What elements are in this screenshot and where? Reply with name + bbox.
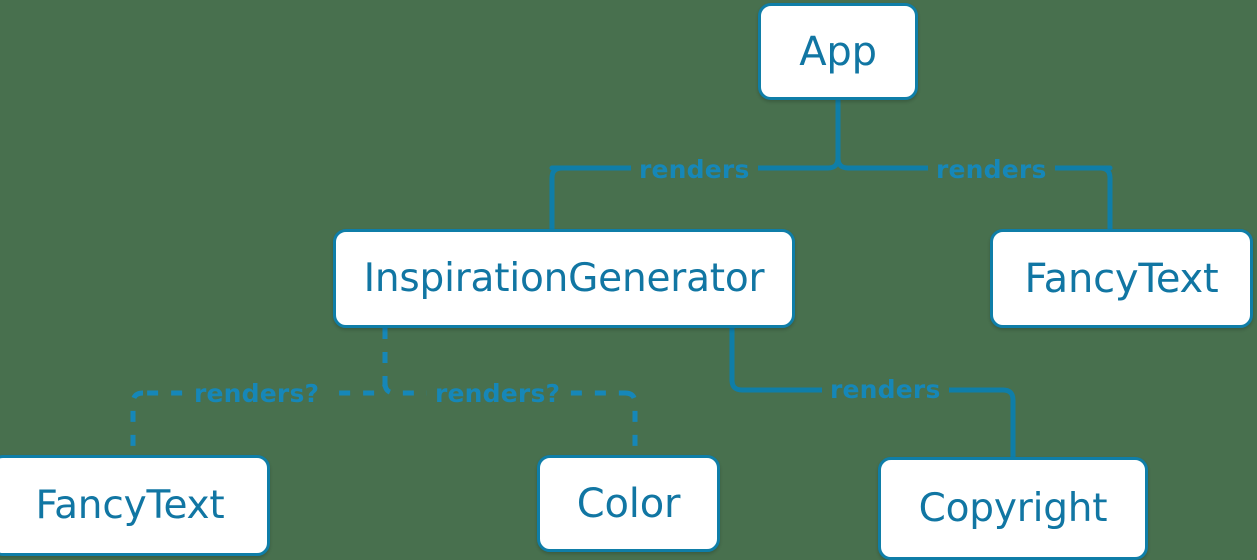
node-fancytext-right[interactable]: FancyText	[990, 229, 1253, 328]
node-copyright-label: Copyright	[918, 486, 1108, 531]
edge-label-inspirationgenerator-copyright: renders	[822, 375, 949, 404]
edge-copyright-elbow	[1000, 387, 1016, 460]
edge-label-app-inspirationgenerator: renders	[631, 155, 758, 184]
node-copyright[interactable]: Copyright	[878, 457, 1148, 560]
node-inspirationgenerator-label: InspirationGenerator	[363, 256, 765, 301]
edge-label-inspirationgenerator-fancytext: renders?	[186, 379, 328, 408]
node-inspirationgenerator[interactable]: InspirationGenerator	[333, 229, 795, 328]
node-color-label: Color	[576, 480, 681, 527]
node-fancytext-left-label: FancyText	[35, 483, 225, 528]
edge-label-inspirationgenerator-color: renders?	[427, 379, 569, 408]
node-fancytext-left[interactable]: FancyText	[0, 455, 270, 556]
node-color[interactable]: Color	[537, 455, 720, 552]
edge-app-fancytext	[1097, 165, 1113, 232]
edge-label-app-fancytext: renders	[928, 155, 1055, 184]
node-app-label: App	[799, 28, 877, 75]
edge-app-inspirationgenerator	[549, 165, 565, 232]
edge-inspirationgenerator-fancytext	[130, 390, 144, 455]
node-fancytext-right-label: FancyText	[1024, 255, 1219, 302]
edge-inspirationgenerator-color	[624, 390, 638, 455]
node-app[interactable]: App	[758, 3, 918, 100]
